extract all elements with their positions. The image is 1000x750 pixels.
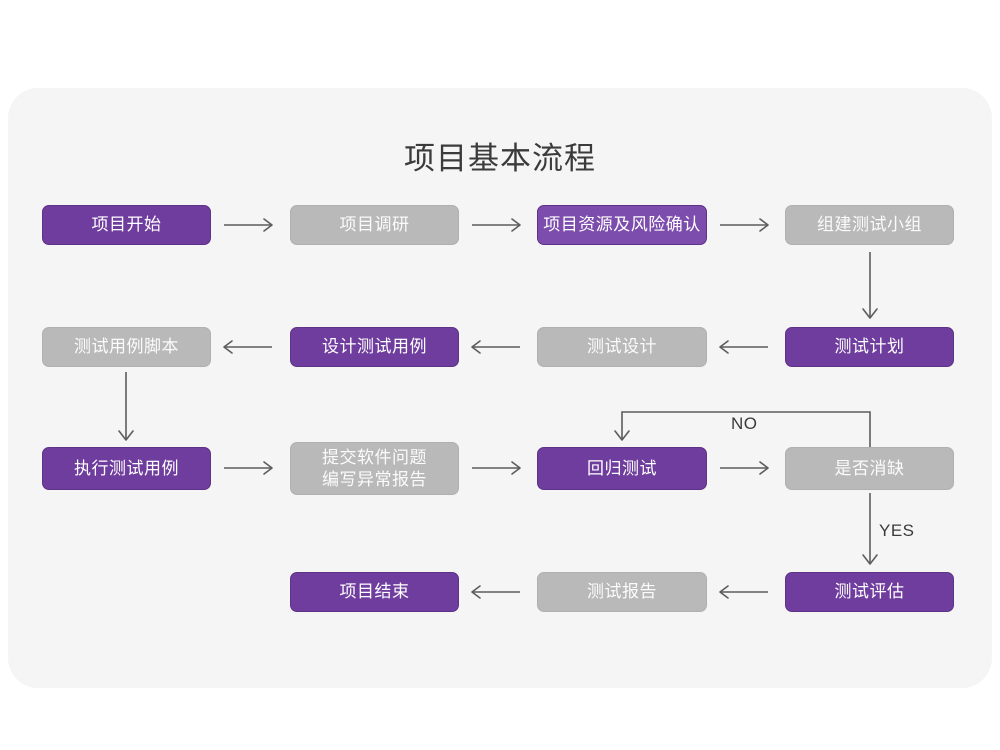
node-project-end[interactable]: 项目结束 — [290, 572, 459, 612]
edge-n6-n7 — [471, 340, 520, 354]
edge-n13-n14 — [719, 585, 768, 599]
edge-n1-n2 — [224, 218, 273, 232]
edge-label-no: NO — [731, 414, 758, 433]
edge-n2-n3 — [472, 218, 521, 232]
edge-n9-n10 — [224, 461, 273, 475]
edge-n11-n12 — [720, 461, 769, 475]
node-submit-defects-report[interactable]: 提交软件问题 编写异常报告 — [290, 442, 459, 495]
edge-n14-n15 — [471, 585, 520, 599]
node-defect-resolved-decision[interactable]: 是否消缺 — [785, 447, 954, 490]
edge-n7-n8 — [223, 340, 272, 354]
node-regression-test[interactable]: 回归测试 — [537, 447, 707, 490]
node-project-start[interactable]: 项目开始 — [42, 205, 211, 245]
node-execute-test-cases[interactable]: 执行测试用例 — [42, 447, 211, 490]
edge-n10-n11 — [472, 461, 521, 475]
node-test-design[interactable]: 测试设计 — [537, 327, 707, 367]
edge-label-yes: YES — [879, 521, 915, 540]
edge-n5-n6 — [719, 340, 768, 354]
node-test-plan[interactable]: 测试计划 — [785, 327, 954, 367]
node-project-research[interactable]: 项目调研 — [290, 205, 459, 245]
edge-n4-n5 — [862, 252, 878, 319]
node-design-test-cases[interactable]: 设计测试用例 — [290, 327, 459, 367]
page-title: 项目基本流程 — [404, 141, 596, 176]
node-resource-risk-confirm[interactable]: 项目资源及风险确认 — [537, 205, 707, 245]
edge-n3-n4 — [720, 218, 769, 232]
node-test-report[interactable]: 测试报告 — [537, 572, 707, 612]
node-test-case-script[interactable]: 测试用例脚本 — [42, 327, 211, 367]
edge-n12-n11-no-loop — [614, 411, 871, 447]
node-test-evaluation[interactable]: 测试评估 — [785, 572, 954, 612]
node-form-test-team[interactable]: 组建测试小组 — [785, 205, 954, 245]
edge-n12-n13-yes — [862, 493, 878, 565]
edge-n8-n9 — [118, 372, 134, 441]
